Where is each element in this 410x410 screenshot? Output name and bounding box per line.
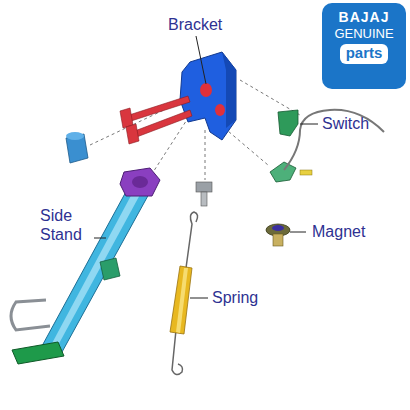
logo-text: BAJAJ (328, 9, 400, 26)
part-label: Bracket (168, 15, 222, 34)
part-label: Spring (212, 288, 258, 307)
part-label: Side Stand (40, 206, 94, 244)
part-label: Switch (322, 114, 369, 133)
part-label: Magnet (312, 222, 365, 241)
brand-logo: BAJAJGENUINE parts (322, 3, 406, 89)
logo-text: parts (340, 44, 389, 64)
logo-text: GENUINE (328, 26, 400, 42)
